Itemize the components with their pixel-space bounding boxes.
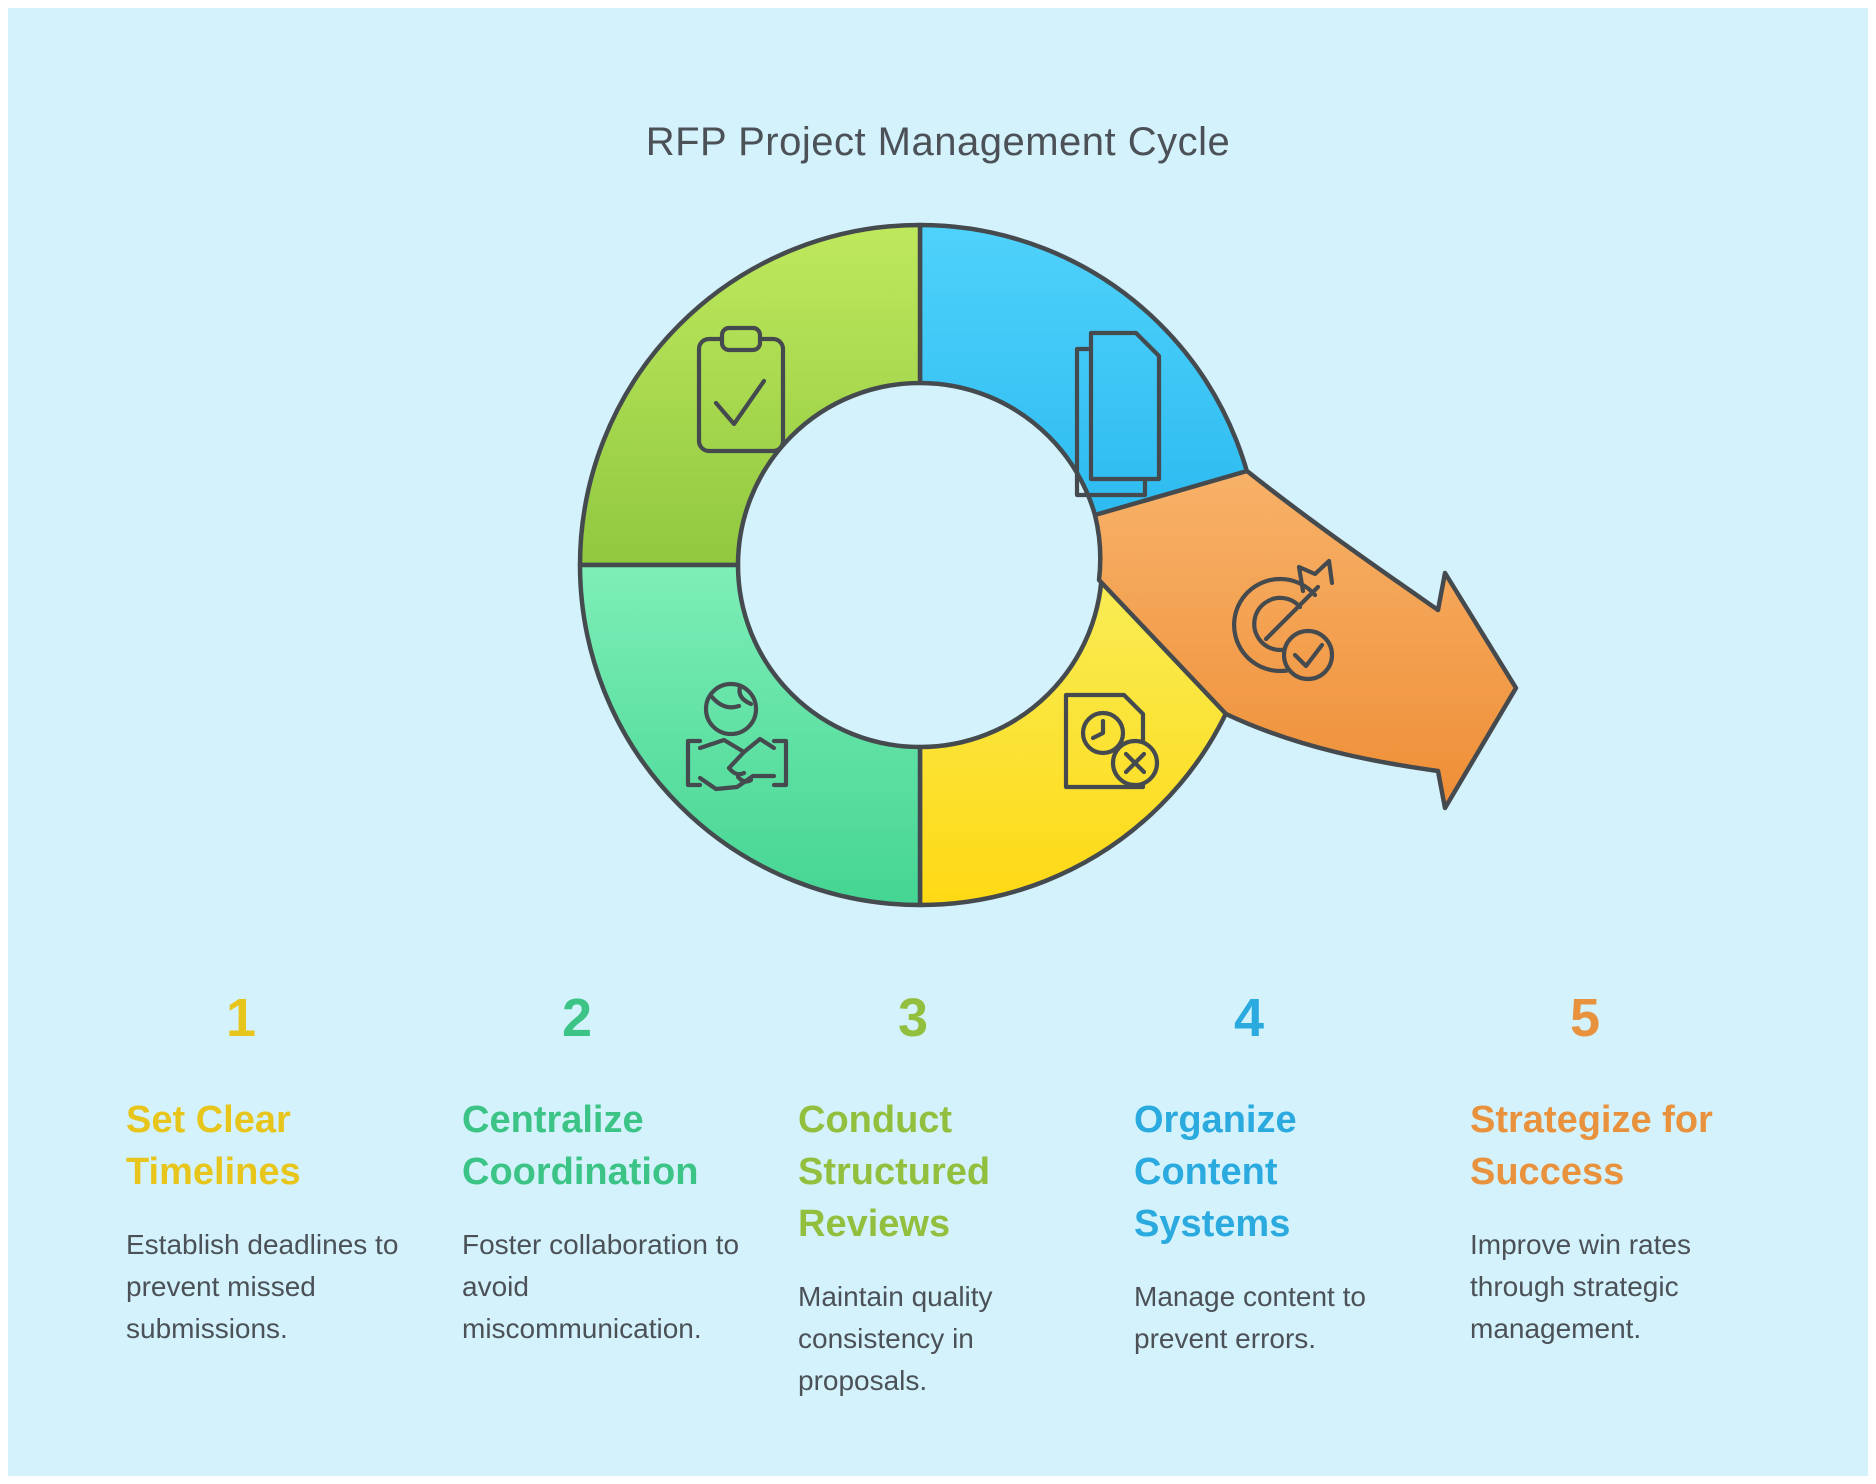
step-4: 4 Organize Content Systems Manage conten… bbox=[1134, 988, 1444, 1402]
steps-list: 1 Set Clear Timelines Establish deadline… bbox=[126, 988, 1780, 1402]
document-deadline-error-icon bbox=[1063, 692, 1160, 790]
step-3-number: 3 bbox=[897, 988, 929, 1048]
step-4-number: 4 bbox=[1233, 988, 1265, 1048]
step-5-heading: Strategize for Success bbox=[1470, 1099, 1713, 1193]
step-1: 1 Set Clear Timelines Establish deadline… bbox=[126, 988, 436, 1402]
handshake-globe-icon bbox=[685, 681, 789, 792]
step-1-number: 1 bbox=[225, 988, 257, 1048]
step-2-number: 2 bbox=[561, 988, 593, 1048]
clipboard-check-icon bbox=[696, 325, 786, 454]
step-1-heading: Set Clear Timelines bbox=[126, 1099, 301, 1193]
cycle-diagram bbox=[577, 222, 1519, 908]
page-title: RFP Project Management Cycle bbox=[645, 120, 1231, 164]
step-1-description: Establish deadlines to prevent missed su… bbox=[126, 1229, 399, 1344]
step-5: 5 Strategize for Success Improve win rat… bbox=[1470, 988, 1780, 1402]
step-2: 2 Centralize Coordination Foster collabo… bbox=[462, 988, 772, 1402]
step-3: 3 Conduct Structured Reviews Maintain qu… bbox=[798, 988, 1108, 1402]
step-2-heading: Centralize Coordination bbox=[462, 1099, 699, 1193]
step-3-heading: Conduct Structured Reviews bbox=[798, 1099, 991, 1245]
step-4-description: Manage content to prevent errors. bbox=[1134, 1281, 1366, 1354]
step-4-heading: Organize Content Systems bbox=[1134, 1099, 1297, 1245]
step-3-description: Maintain quality consistency in proposal… bbox=[798, 1281, 993, 1396]
step-2-description: Foster collaboration to avoid miscommuni… bbox=[462, 1229, 740, 1344]
documents-icon bbox=[1074, 330, 1162, 498]
step-5-description: Improve win rates through strategic mana… bbox=[1470, 1229, 1691, 1344]
target-check-icon bbox=[1232, 558, 1335, 682]
ring-segment-green bbox=[577, 222, 923, 568]
ring-segment-teal bbox=[577, 562, 923, 908]
step-5-number: 5 bbox=[1569, 988, 1601, 1048]
